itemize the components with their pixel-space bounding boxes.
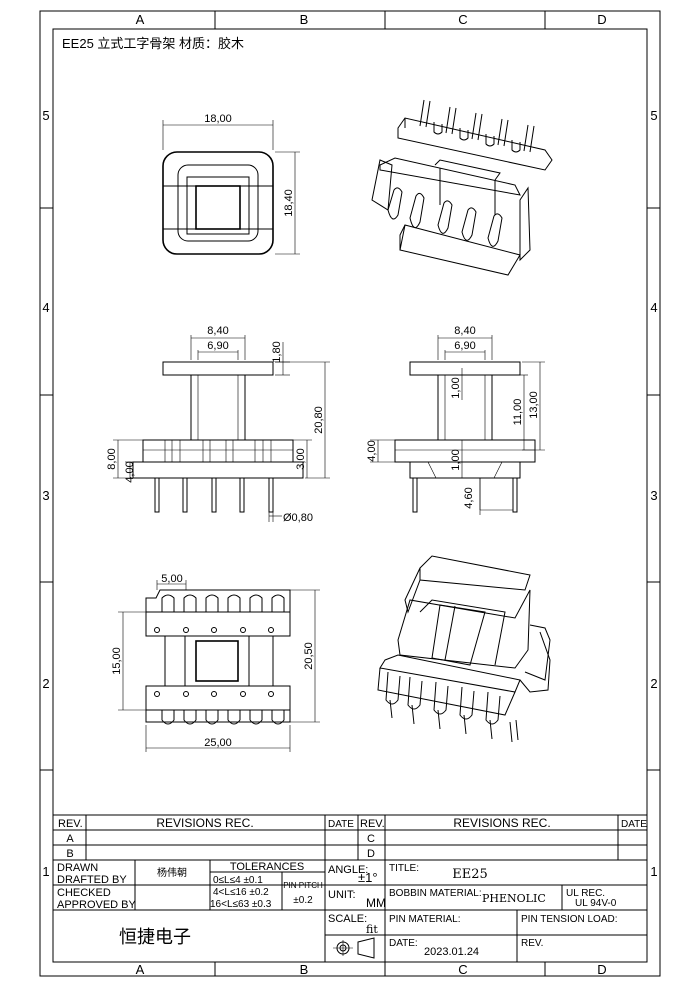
zone-row-4-left: 4 [42, 300, 49, 315]
rev-label-left: REV. [58, 818, 83, 830]
zone-col-b-top: B [300, 12, 309, 27]
title-note: EE25 立式工字骨架 材质：胶木 [62, 36, 244, 51]
approved-by-label: APPROVED BY [57, 899, 137, 911]
tol-row-2: 4<L≤16 ±0.2 [213, 887, 269, 898]
dim-side-w2: 6,90 [454, 340, 475, 352]
front-view: 8,40 6,90 1,80 20,80 3,00 8,00 4,00 Ø0,8… [106, 325, 330, 524]
revisions-rec-right: REVISIONS REC. [453, 816, 550, 830]
tol-row-1: 0≤L≤4 ±0.1 [213, 875, 263, 886]
rev-row-d: D [367, 848, 375, 860]
dim-front-h-lower: 4,00 [124, 461, 136, 482]
zone-row-5-left: 5 [42, 108, 49, 123]
title-block: REV. REVISIONS REC. DATE REV. REVISIONS … [53, 814, 647, 962]
iso-view-lower [377, 555, 551, 743]
drafted-by-label: DRAFTED BY [57, 874, 127, 886]
zone-row-2-left: 2 [42, 676, 49, 691]
title-label: TITLE: [389, 863, 419, 874]
dim-top-width: 18,00 [204, 113, 232, 125]
zone-col-b-bottom: B [300, 962, 309, 977]
dim-side-wall1: 1,00 [450, 377, 462, 398]
dim-side-h2: 13,00 [528, 391, 540, 419]
dim-front-flange: 1,80 [271, 341, 283, 362]
dim-front-w1: 8,40 [207, 325, 228, 337]
dim-bottom-h2: 20,50 [303, 642, 315, 670]
angle-label: ANGLE: [328, 864, 368, 876]
ul-rec-value: UL 94V-0 [575, 898, 617, 909]
zone-labels: A B C D A B C D 5 4 3 2 1 5 4 3 2 1 [42, 12, 657, 977]
zone-row-3-right: 3 [650, 488, 657, 503]
dim-bottom-h1: 15,00 [111, 647, 123, 675]
dim-front-h-base: 8,00 [106, 448, 118, 469]
drafter-name: 杨伟朝 [157, 866, 187, 879]
zone-col-a-top: A [136, 12, 145, 27]
dim-side-pin: 4,60 [463, 487, 475, 508]
zone-ticks [40, 11, 660, 976]
dim-front-w2: 6,90 [207, 340, 228, 352]
company-name: 恒捷电子 [119, 927, 191, 947]
drawn-label: DRAWN [57, 862, 98, 874]
date-label-block: DATE: [389, 938, 418, 949]
zone-row-1-right: 1 [650, 864, 657, 879]
dim-front-h-pin: 3,00 [295, 448, 307, 469]
date-value: 2023.01.24 [424, 946, 479, 958]
zone-col-d-top: D [597, 12, 606, 27]
pin-pitch-value: ±0.2 [293, 895, 313, 906]
dim-side-w1: 8,40 [454, 325, 475, 337]
iso-view-upper [371, 99, 553, 276]
unit-value: MM [366, 896, 386, 910]
revisions-rec-left: REVISIONS REC. [156, 816, 253, 830]
scale-label: SCALE: [328, 913, 367, 925]
scale-value: fit [366, 923, 378, 936]
rev-label-right: REV. [360, 818, 385, 830]
tolerances-label: TOLERANCES [230, 861, 304, 873]
ul-rec-label: UL REC. [566, 888, 605, 899]
angle-value: ±1° [358, 870, 378, 885]
dim-front-h-total: 20,80 [313, 406, 325, 434]
unit-label: UNIT: [328, 889, 356, 901]
zone-col-a-bottom: A [136, 962, 145, 977]
dim-side-h1: 11,00 [512, 399, 524, 426]
zone-col-c-top: C [458, 12, 467, 27]
zone-row-5-right: 5 [650, 108, 657, 123]
zone-col-c-bottom: C [458, 962, 467, 977]
zone-row-3-left: 3 [42, 488, 49, 503]
pin-pitch-label: PIN PITCH [283, 881, 323, 890]
top-view: 18,00 18,40 [162, 113, 300, 255]
pin-material-label: PIN MATERIAL: [389, 914, 461, 925]
date-label-right: DATE [621, 819, 647, 830]
tol-row-3: 16<L≤63 ±0.3 [210, 899, 272, 910]
inner-frame [52, 28, 648, 963]
dim-bottom-pitch: 5,00 [161, 573, 182, 585]
title-value: EE25 [452, 867, 488, 882]
dim-bottom-width: 25,00 [204, 737, 232, 749]
dim-top-height: 18,40 [283, 189, 295, 217]
rev-row-c: C [367, 833, 375, 845]
date-label-left: DATE [328, 819, 354, 830]
zone-row-4-right: 4 [650, 300, 657, 315]
pin-tension-label: PIN TENSION LOAD: [521, 914, 618, 925]
rev-row-b: B [66, 848, 73, 860]
rev-row-a: A [66, 833, 74, 845]
outer-frame [39, 10, 661, 977]
checked-label: CHECKED [57, 887, 111, 899]
zone-col-d-bottom: D [597, 962, 606, 977]
dim-side-wall2: 1,00 [450, 449, 462, 470]
dim-pin-dia: Ø0,80 [283, 512, 313, 524]
side-view: 8,40 6,90 1,00 1,00 11,00 13,00 4,00 4,6… [366, 325, 545, 515]
dim-side-h3: 4,00 [366, 440, 378, 461]
projection-symbol [333, 937, 375, 959]
bottom-view: 5,00 15,00 20,50 25,00 [111, 573, 320, 752]
zone-row-2-right: 2 [650, 676, 657, 691]
bobbin-material-label: BOBBIN MATERIAL: [389, 888, 482, 899]
rev-label-block: REV. [521, 938, 543, 949]
zone-row-1-left: 1 [42, 864, 49, 879]
bobbin-material-value: PHENOLIC [482, 892, 546, 905]
